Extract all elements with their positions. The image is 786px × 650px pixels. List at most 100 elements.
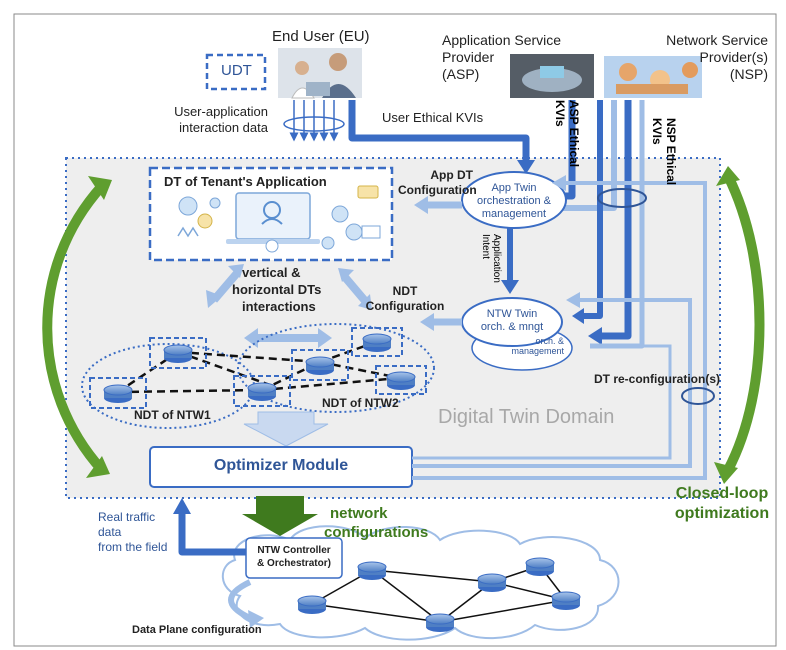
dt-interactions-line1: vertical & <box>242 265 301 280</box>
nsp-kvis-arrow-2 <box>600 100 632 340</box>
data-plane-label: Data Plane configuration <box>132 624 262 636</box>
ntw-twin-back-line1: orch. & <box>535 336 564 346</box>
digital-twin-domain-label: Digital Twin Domain <box>438 406 615 428</box>
user-ethical-kvis-label: User Ethical KVIs <box>382 110 484 125</box>
user-interaction-label: User-application interaction data <box>118 104 268 136</box>
app-dt-config-line2: Configuration <box>398 183 477 197</box>
asp-label: Application Service Provider (ASP) <box>442 32 561 83</box>
network-configurations-label: network configurations <box>324 504 428 542</box>
dt-interactions-line2: horizontal DTs <box>232 282 322 297</box>
udt-box <box>205 53 267 91</box>
router-icon <box>525 557 555 576</box>
ndt-config-line1: NDT <box>392 284 418 298</box>
nsp-label-line1: Network Service <box>666 32 768 48</box>
app-dt-config-label: App DT Configuration <box>398 168 477 198</box>
ntw-twin-back-label: orch. & management <box>504 336 564 356</box>
user-ethical-kvis-arrow <box>348 100 530 162</box>
real-traffic-line3: from the field <box>98 540 168 554</box>
left-loop-arc <box>42 182 106 474</box>
closed-loop-line1: Closed-loop <box>675 485 769 502</box>
ntw-controller-label: NTW Controller & Orchestrator) <box>246 544 342 570</box>
asp-kvis-line2: KVIs <box>553 100 567 127</box>
network-configurations-line2: configurations <box>324 524 429 541</box>
asp-label-line2: Provider <box>442 49 495 65</box>
asp-label-line1: Application Service <box>442 32 562 48</box>
ntw-twin-line2: orch. & mngt <box>480 321 544 333</box>
network-configurations-line1: network <box>330 505 388 522</box>
router-icon <box>247 382 277 401</box>
router-icon <box>425 613 455 632</box>
app-twin-ellipse <box>461 171 567 229</box>
end-user-photo <box>278 48 362 99</box>
ndt-config-label: NDT Configuration <box>362 284 448 314</box>
dt-tenant-app-title: DT of Tenant's Application <box>164 174 327 189</box>
nsp-kvis-line1: NSP Ethical <box>664 118 678 186</box>
ntw-controller-box <box>245 537 343 579</box>
nsp-label-line3: (NSP) <box>729 66 768 82</box>
router-icon <box>357 561 387 580</box>
user-interaction-arrows <box>283 100 345 142</box>
app-dt-config-line1: App DT <box>430 168 473 182</box>
app-twin-line1: App Twin <box>491 182 537 194</box>
asp-photo <box>510 54 594 98</box>
router-icon <box>362 333 392 352</box>
application-intent-line2: Intent <box>480 234 491 260</box>
router-icons <box>103 333 581 632</box>
outer-frame <box>13 13 777 647</box>
udt-label: UDT <box>221 62 252 79</box>
router-icon <box>477 573 507 592</box>
real-traffic-arrow <box>178 512 246 556</box>
real-traffic-label: Real traffic data from the field <box>98 510 167 555</box>
app-twin-label: App Twin orchestration & management <box>462 182 566 221</box>
ndt-config-arrowhead <box>420 313 434 331</box>
real-traffic-line2: data <box>98 525 122 539</box>
nsp-label: Network Service Provider(s) (NSP) <box>666 32 768 83</box>
ntw-controller-line1: NTW Controller <box>257 545 331 556</box>
ndt-to-optimizer-arrow <box>243 411 329 447</box>
user-interaction-line1: User-application <box>174 104 268 119</box>
router-icon <box>297 595 327 614</box>
dt-interactions-line3: interactions <box>242 299 316 314</box>
dt-interactions-label: vertical & horizontal DTs interactions <box>232 264 321 315</box>
ntw-twin-line1: NTW Twin <box>486 308 538 320</box>
router-icon <box>386 371 416 390</box>
router-icon <box>551 591 581 610</box>
reconfig-line-2 <box>412 181 707 480</box>
tenant-app-illustration <box>177 185 381 253</box>
ndt-ntw2-label: NDT of NTW2 <box>322 396 399 410</box>
nsp-kvis-arrow-to-app <box>560 100 617 211</box>
router-icon <box>163 344 193 363</box>
router-icon <box>305 356 335 375</box>
nsp-kvis-line2: KVIs <box>650 118 664 145</box>
ntw-twin-label: NTW Twin orch. & mngt <box>462 308 562 334</box>
reconfig-bundle <box>681 387 715 405</box>
optimizer-label: Optimizer Module <box>213 457 349 474</box>
app-twin-line3: management <box>481 208 547 220</box>
network-configurations-arrow <box>242 496 318 536</box>
nsp-photo <box>604 56 702 98</box>
end-user-label: End User (EU) <box>272 28 370 45</box>
real-traffic-line1: Real traffic <box>98 510 156 524</box>
asp-kvis-line1: ASP Ethical <box>567 100 581 168</box>
dt-interaction-arrow-right <box>340 273 370 305</box>
app-dt-config-arrowhead <box>414 196 428 214</box>
ntw-controller-line2: & Orchestrator) <box>257 558 331 569</box>
asp-label-line3: (ASP) <box>442 66 480 82</box>
user-interaction-line2: interaction data <box>179 120 268 135</box>
nsp-kvis-bundle <box>597 188 647 208</box>
router-icon <box>103 384 133 403</box>
app-twin-line2: orchestration & <box>477 195 551 207</box>
ndt-config-line2: Configuration <box>365 299 445 313</box>
dt-reconfig-label: DT re-configuration(s) <box>594 372 720 386</box>
ndt-ntw2-cluster <box>237 323 435 413</box>
data-plane-arrow <box>228 579 252 621</box>
ndt-ntw1-label: NDT of NTW1 <box>134 408 211 422</box>
closed-loop-label: Closed-loop optimization <box>666 484 778 524</box>
right-loop-arc <box>723 173 765 473</box>
closed-loop-line2: optimization <box>674 505 770 522</box>
reconfig-line-1 <box>412 298 692 468</box>
